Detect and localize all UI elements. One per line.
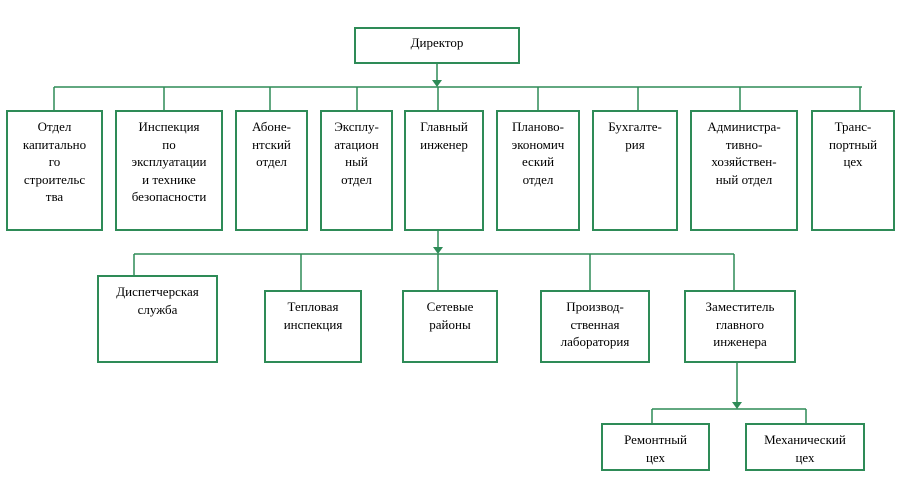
dispatch-service-box: Диспетчерская служба bbox=[97, 275, 218, 363]
production-lab-box: Производ- ственная лаборатория bbox=[540, 290, 650, 363]
chief-engineer-box: Главный инженер bbox=[404, 110, 484, 231]
transport-shop-box: Транс- портный цех bbox=[811, 110, 895, 231]
director-box: Директор bbox=[354, 27, 520, 64]
subscriber-dept-box: Абоне- нтский отдел bbox=[235, 110, 308, 231]
planning-economic-dept-box: Планово- экономич еский отдел bbox=[496, 110, 580, 231]
heat-inspection-box: Тепловая инспекция bbox=[264, 290, 362, 363]
connector-arrow-chief bbox=[433, 247, 443, 254]
capital-construction-dept-box: Отдел капитально го строительс тва bbox=[6, 110, 103, 231]
accounting-box: Бухгалте- рия bbox=[592, 110, 678, 231]
deputy-chief-engineer-box: Заместитель главного инженера bbox=[684, 290, 796, 363]
connector-arrow-director bbox=[432, 80, 442, 87]
admin-household-dept-box: Администра- тивно- хозяйствен- ный отдел bbox=[690, 110, 798, 231]
connector-arrow-deputy bbox=[732, 402, 742, 409]
operation-dept-box: Эксплу- атацион ный отдел bbox=[320, 110, 393, 231]
network-districts-box: Сетевые районы bbox=[402, 290, 498, 363]
repair-shop-box: Ремонтный цех bbox=[601, 423, 710, 471]
mechanical-shop-box: Механический цех bbox=[745, 423, 865, 471]
operation-inspection-box: Инспекция по эксплуатации и технике безо… bbox=[115, 110, 223, 231]
